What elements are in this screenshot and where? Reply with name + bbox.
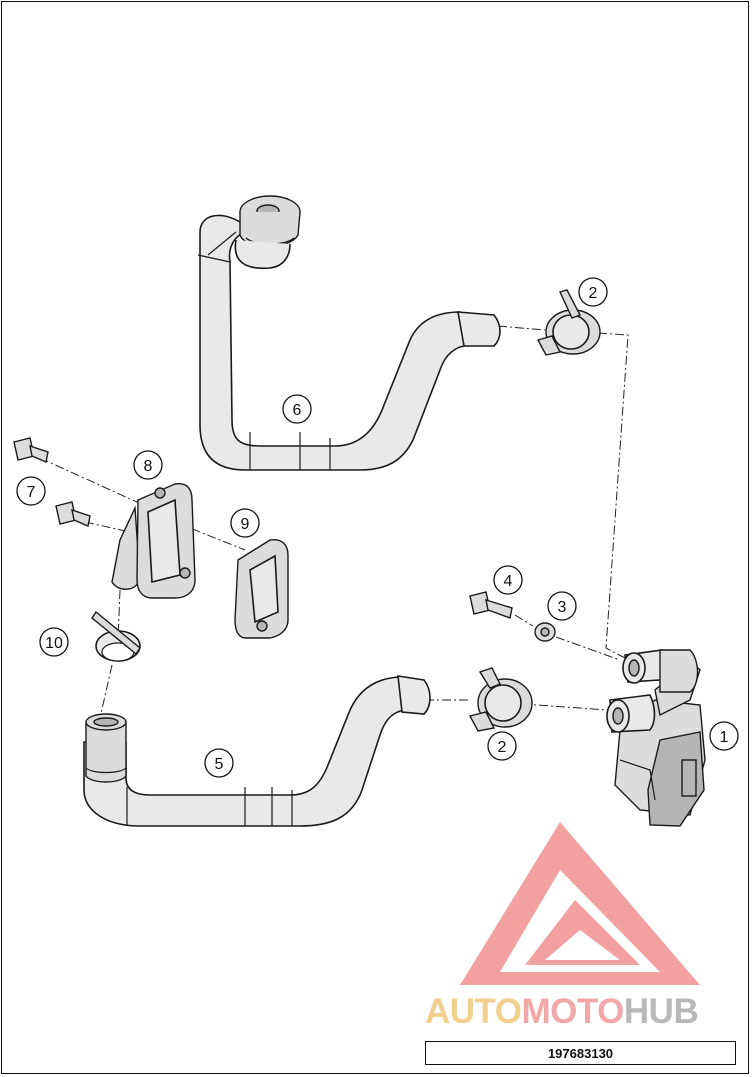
bracket-8 [111,483,196,599]
callout-label: 4 [504,573,513,590]
callout-circle [487,731,517,761]
callout-label: 2 [498,739,507,756]
bolt-7-upper [13,437,49,463]
hose-clamp-lower [468,667,533,732]
hose-6 [197,195,501,471]
watermark-part-moto: MOTO [521,992,625,1031]
callout-6: 6 [282,394,312,424]
callout-label: 5 [215,756,224,773]
callout-label: 1 [720,729,729,746]
callout-circle [39,627,69,657]
watermark-logo [460,822,700,985]
callout-2: 2 [578,277,608,307]
callout-label: 9 [241,516,250,533]
callout-group: 1 2 2 3 4 5 6 7 8 9 10 [16,277,739,778]
washer-3 [534,622,556,642]
bolt-4 [469,591,513,619]
document-number-box: 197683130 [425,1041,736,1065]
watermark-part-hub: HUB [623,992,699,1031]
coolant-valve [606,649,706,827]
callout-label: 3 [558,599,567,616]
callout-circle [282,394,312,424]
callout-9: 9 [230,508,260,538]
callout-5: 5 [204,748,234,778]
callout-circle [493,565,523,595]
hose-5 [83,675,431,827]
watermark-text: AUTOMOTOHUB [425,992,745,1036]
assembly-lines [39,325,629,719]
callout-2: 2 [487,731,517,761]
callout-1: 1 [709,721,739,751]
callout-label: 8 [144,458,153,475]
callout-4: 4 [493,565,523,595]
document-number: 197683130 [547,1045,614,1061]
callout-7: 7 [16,476,46,506]
callout-circle [133,450,163,480]
callout-8: 8 [133,450,163,480]
hose-clamp-upper [536,289,601,356]
watermark-part-auto: AUTO [425,992,522,1031]
callout-label: 2 [589,285,598,302]
callout-label: 10 [45,635,63,652]
callout-circle [578,277,608,307]
callout-3: 3 [547,591,577,621]
callout-circle [230,508,260,538]
cover-9 [234,538,289,639]
callout-circle [204,748,234,778]
callout-label: 6 [293,402,302,419]
callout-label: 7 [27,484,36,501]
strap-10 [91,610,141,662]
callout-10: 10 [39,627,69,657]
callout-circle [16,476,46,506]
bolt-7-lower [55,501,91,527]
callout-circle [547,591,577,621]
callout-circle [709,721,739,751]
